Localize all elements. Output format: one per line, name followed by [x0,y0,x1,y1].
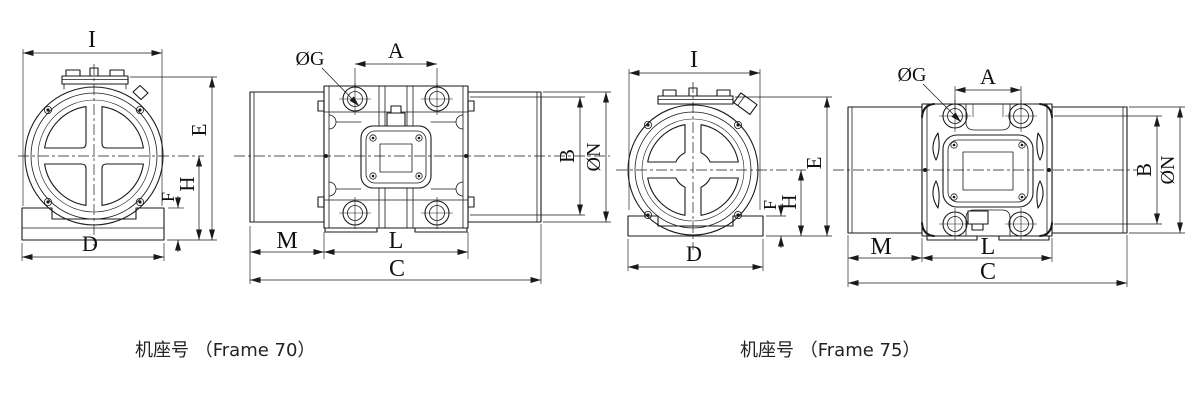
frame70-dim-N: ØN [543,91,611,223]
frame70-dim-A: A [354,38,438,88]
frame70-dim-C: C [250,224,542,284]
dim-label-C: C [389,256,405,282]
dim-label-N: ØN [583,143,605,172]
frame75-dim-L: L [922,234,1053,262]
dim-label-C: C [980,259,996,285]
dim-label-I: I [690,47,698,73]
frame75-cable-gland-front [733,92,758,115]
frame70-dim-D: D [21,231,165,261]
frame75-dim-F: F [760,200,786,248]
dim-label-G: ØG [296,48,325,70]
frame75-top-plate [657,95,734,105]
frame70-front-view: I E H F D [18,27,217,261]
frame70-dim-G: ØG [296,48,360,107]
frame75-top-bracket [965,103,1011,131]
frame75-dim-G: ØG [898,64,962,123]
dim-label-M: M [870,234,891,260]
frame75-figure: I E H F D [616,47,1185,361]
frame75-base [627,215,764,237]
dim-label-H: H [175,176,199,191]
dim-label-D: D [82,231,98,256]
dim-label-F: F [158,192,178,202]
frame70-dim-B: B [470,96,585,216]
frame75-cover-plate [942,134,1034,208]
frame70-caption: 机座号 （Frame 70） [135,340,315,361]
frame70-dim-L: L [324,228,469,259]
frame70-cable-gland [386,112,406,127]
dim-label-A: A [388,38,404,63]
dim-label-M: M [276,228,297,254]
dim-label-L: L [981,234,996,260]
frame70-side-view: A ØG B ØN M [234,38,611,284]
frame75-front-view: I E H F D [616,47,832,271]
dim-label-D: D [686,241,702,266]
frame75-bottom-bracket [965,209,1011,237]
frame75-dim-B: B [1054,115,1162,225]
frame75-dim-A: A [954,64,1022,110]
frame75-dim-I: I [628,47,761,210]
frame75-dim-C: C [848,235,1128,287]
frame70-top-plate [61,75,129,85]
frame70-base [21,207,165,241]
frame75-dim-H: H [777,170,804,236]
dim-label-A: A [980,64,996,89]
frame75-cable-gland [967,210,989,225]
frame75-side-view: A ØG B ØN M [833,64,1185,287]
frame70-dim-E: E [130,76,217,241]
dim-label-B: B [555,149,579,163]
dim-label-B: B [1132,163,1156,177]
frame75-caption: 机座号 （Frame 75） [740,340,920,361]
frame75-dim-E: E [735,96,832,237]
dim-label-E: E [802,157,826,170]
dim-label-L: L [389,228,404,254]
frame70-right-end-cover [467,91,542,223]
frame70-terminal-lug [132,84,149,101]
frame70-figure: I E H F D [18,27,611,361]
dim-label-E: E [187,124,211,137]
dim-label-N: ØN [1157,156,1179,185]
frame75-dim-D: D [627,239,764,271]
frame70-dim-M: M [249,226,325,284]
frame70-dim-H: H [175,156,202,240]
frame70-left-end-cover [249,91,325,223]
frame75-dim-N: ØN [1129,106,1185,234]
frame70-dim-I: I [22,27,163,206]
dim-label-H: H [777,194,801,209]
frame75-dim-M: M [847,234,923,287]
dim-label-F: F [760,200,780,210]
dim-label-I: I [88,27,96,53]
dim-label-G: ØG [898,64,927,86]
frame70-dim-F: F [158,192,184,252]
